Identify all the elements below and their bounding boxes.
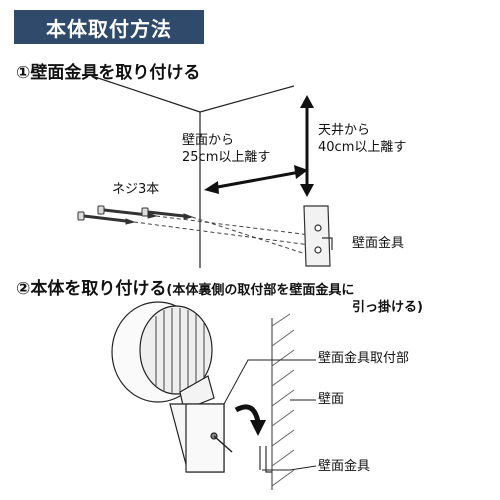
step2-note-line2-wrap: 引っ掛ける) <box>352 296 423 316</box>
screw-icon <box>77 205 194 225</box>
step2-note-line2: 引っ掛ける) <box>352 300 423 315</box>
ceiling-distance-line1: 天井から <box>318 123 371 138</box>
wall-distance-line2: 25cm以上離す <box>182 150 271 165</box>
wall-bracket-step1 <box>303 205 333 267</box>
bracket-label-step1: 壁面金具 <box>352 236 405 251</box>
bracket-label-step2: 壁面金具 <box>318 459 371 474</box>
wall-label: 壁面 <box>318 392 345 407</box>
ceiling-distance-arrow <box>300 95 314 197</box>
step2-heading-text: ②本体を取り付ける <box>16 279 167 299</box>
light-body <box>111 301 233 473</box>
wall-distance-line1: 壁面から <box>182 133 235 148</box>
ceiling-distance-line2: 40cm以上離す <box>318 140 407 155</box>
leader-lines <box>223 359 317 471</box>
wall-distance-arrow <box>204 165 308 194</box>
ceiling-distance-label: 天井から 40cm以上離す <box>318 122 406 156</box>
section-title: 本体取付方法 <box>14 10 204 44</box>
step1-heading: ①壁面金具を取り付ける <box>16 63 201 83</box>
wall-surface <box>271 313 295 490</box>
wall-distance-label: 壁面から 25cm以上離す <box>182 132 270 166</box>
mount-part-label: 壁面金具取付部 <box>318 351 410 366</box>
wall-bracket-step2 <box>259 446 272 473</box>
wall-corner-lines <box>91 75 295 268</box>
step2-heading: ②本体を取り付ける(本体裏側の取付部を壁面金具に <box>16 274 354 299</box>
screw-guide-lines <box>133 215 319 259</box>
curved-arrow-icon <box>234 404 266 436</box>
step2-note-line1: (本体裏側の取付部を壁面金具に <box>166 283 355 298</box>
screws-label: ネジ3本 <box>112 182 160 197</box>
